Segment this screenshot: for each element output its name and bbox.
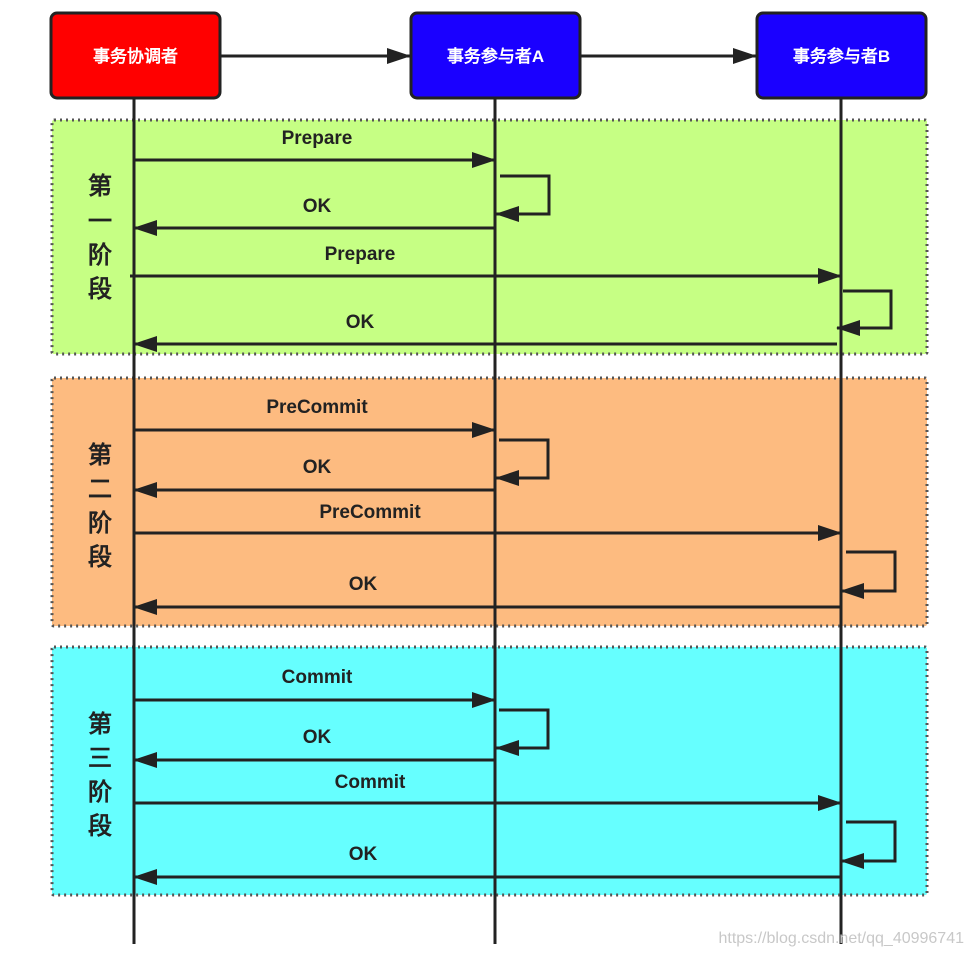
actor-coordinator-label: 事务协调者 <box>93 46 178 66</box>
message-label: PreCommit <box>319 502 421 523</box>
phase-labels: 第 一 阶 段 第 二 阶 段 第 三 阶 段 <box>88 172 112 840</box>
message-label: PreCommit <box>266 397 368 418</box>
phase-3-char: 段 <box>88 812 112 840</box>
self-call-arrow <box>840 820 897 869</box>
message-label: Commit <box>282 667 353 688</box>
phase-3-char: 三 <box>88 745 112 772</box>
phase-1-char: 阶 <box>88 241 112 269</box>
actor-participant-a-label: 事务参与者A <box>447 46 544 66</box>
phase-2-char: 段 <box>88 543 112 571</box>
self-call-arrow <box>836 289 893 336</box>
phase-1-char: 段 <box>88 275 112 303</box>
phase-1-box <box>50 118 929 356</box>
message-label: OK <box>303 727 332 748</box>
phase-1-char: 一 <box>88 208 112 235</box>
phase-2-char: 阶 <box>88 509 112 537</box>
phase-1-char: 第 <box>88 172 112 200</box>
message-label: Commit <box>335 772 406 793</box>
self-call-arrow <box>840 550 897 599</box>
phase-2-char: 二 <box>88 476 112 503</box>
self-call-arrow <box>495 708 550 756</box>
actor-participant-a[interactable]: 事务参与者A <box>409 11 582 100</box>
phase-3-char: 阶 <box>88 778 112 806</box>
message-label: OK <box>346 312 375 333</box>
phase-1-messages: Prepare OK Prepare OK <box>130 128 893 352</box>
phase-2-box <box>50 376 929 628</box>
actor-participant-b[interactable]: 事务参与者B <box>755 11 928 100</box>
phase-backgrounds <box>50 118 929 897</box>
phase-3-box <box>50 645 929 897</box>
message-label: OK <box>303 196 332 217</box>
watermark-text: https://blog.csdn.net/qq_40996741 <box>718 930 964 947</box>
actor-coordinator[interactable]: 事务协调者 <box>49 11 222 100</box>
phase-3-label: 第 三 阶 段 <box>88 710 112 840</box>
phase-3-char: 第 <box>88 710 112 738</box>
phase-1-label: 第 一 阶 段 <box>88 172 112 303</box>
phase-2-messages: PreCommit OK PreCommit OK <box>133 397 897 615</box>
actors: 事务协调者 事务参与者A 事务参与者B <box>49 11 928 100</box>
actor-participant-b-label: 事务参与者B <box>793 46 890 66</box>
phase-3-messages: Commit OK Commit OK <box>133 667 897 885</box>
message-label: Prepare <box>325 244 396 265</box>
message-label: OK <box>349 574 378 595</box>
phase-2-char: 第 <box>88 441 112 469</box>
phase-2-label: 第 二 阶 段 <box>88 441 112 571</box>
self-call-arrow <box>495 438 550 486</box>
message-label: OK <box>303 457 332 478</box>
self-call-arrow <box>495 174 551 222</box>
message-label: Prepare <box>282 128 353 149</box>
message-label: OK <box>349 844 378 865</box>
